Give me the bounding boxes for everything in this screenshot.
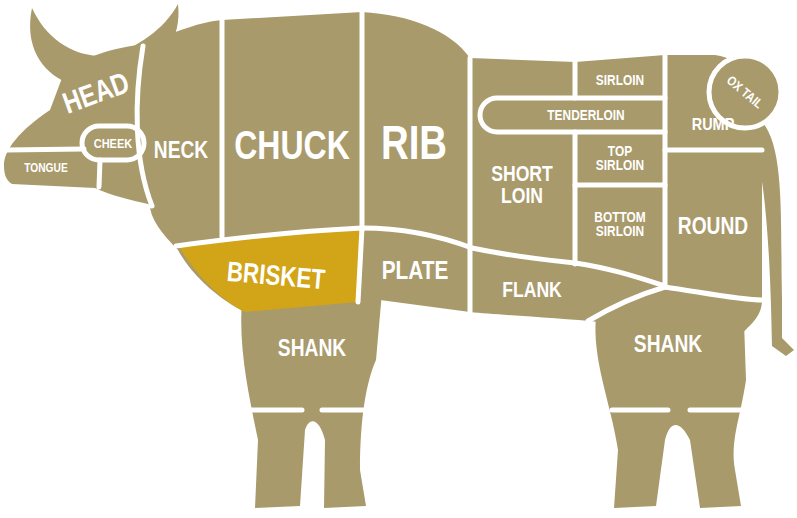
cow-rear-legs [595, 316, 746, 508]
cut-divider [137, 46, 152, 206]
cut-label: NECK [154, 138, 208, 162]
cheek-outline [82, 126, 144, 160]
cut-divider [468, 58, 473, 312]
cut-divider [6, 149, 84, 150]
cut-label: PLATE [382, 257, 449, 283]
cut-label: BOTTOM SIRLOIN [590, 210, 650, 238]
cut-divider [220, 20, 225, 238]
cut-label: ROUND [678, 214, 748, 238]
cut-label: BRISKET [226, 258, 326, 294]
cut-label: OX TAIL [724, 73, 765, 110]
cow-horn [30, 8, 98, 82]
cut-label: SHANK [278, 336, 346, 360]
cut-divider [588, 287, 762, 321]
cut-divider [360, 12, 365, 230]
cut-label: SIRLOIN [596, 73, 644, 87]
cut-divider [665, 148, 762, 153]
cut-label: RUMP [692, 116, 735, 133]
cut-label: RIB [381, 119, 447, 167]
cow-tail [756, 118, 794, 356]
cut-divider [250, 408, 372, 413]
cut-label: TONGUE [24, 162, 67, 174]
cut-divider [663, 55, 668, 287]
cut-label: SHORT LOIN [486, 163, 558, 207]
tenderloin-outline [480, 98, 665, 132]
cow-front-legs [241, 292, 382, 508]
cut-label: FLANK [502, 279, 562, 301]
cut-label: TENDERLOIN [547, 108, 624, 122]
cut-label: HEAD [59, 67, 133, 118]
cut-divider [99, 160, 100, 187]
cut-divider [612, 408, 744, 413]
cut-divider [358, 228, 362, 302]
cut-label: CHEEK [94, 137, 133, 150]
cut-divider [573, 132, 578, 264]
cut-divider [575, 183, 665, 188]
cut-divider [176, 228, 362, 246]
cut-divider [573, 62, 578, 98]
cow-body [142, 12, 762, 334]
cut-label: SHANK [634, 332, 702, 356]
cut-label: TOP SIRLOIN [590, 144, 650, 172]
cut-label: CHUCK [234, 125, 350, 165]
